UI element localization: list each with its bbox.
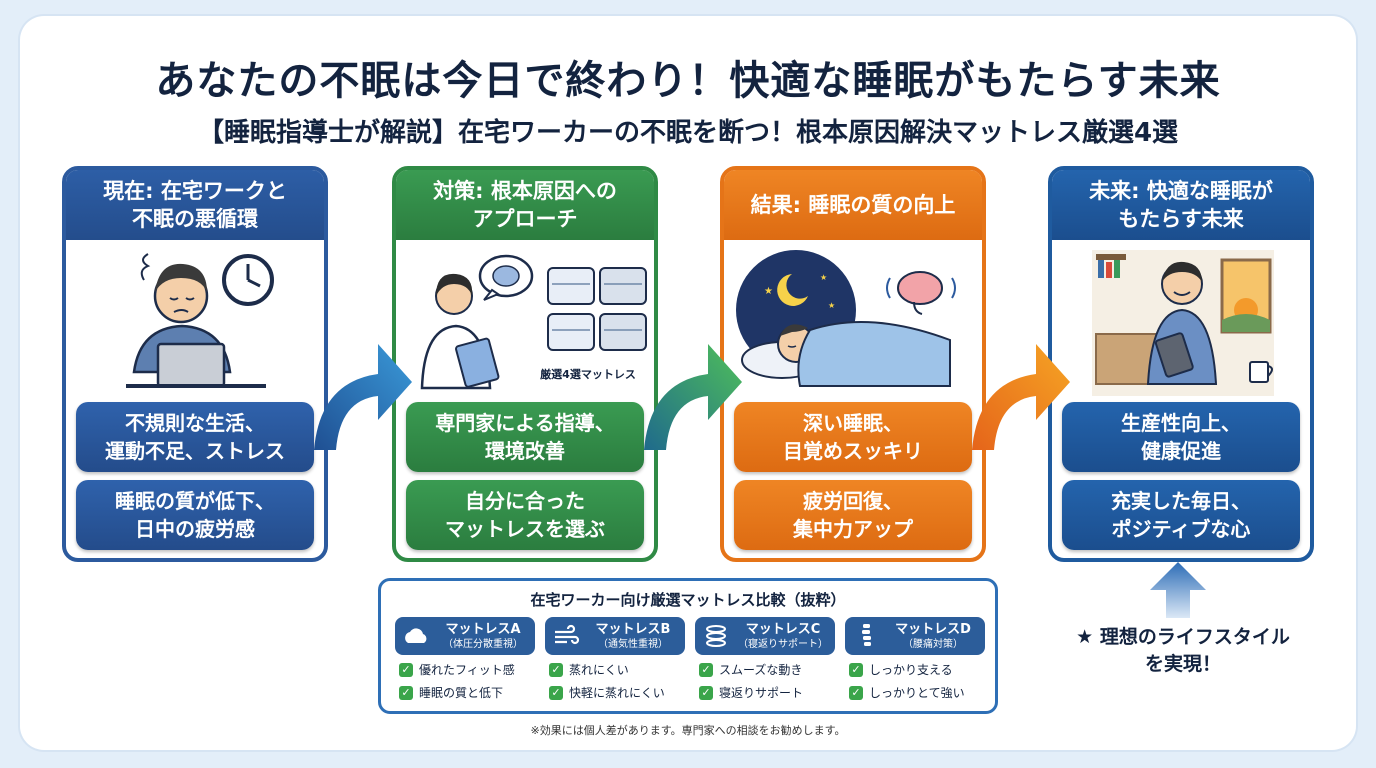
mattress-name: マットレスC [745,621,821,637]
panel-result: 結果: 睡眠の質の向上 ★ ★ ★ 深い睡眠、 目覚めスッキリ 疲労回復、 集中… [720,166,986,562]
mattress-name: マットレスA [445,621,521,637]
check-icon: ✓ [549,685,563,700]
present-effect-box: 睡眠の質が低下、 日中の疲労感 [76,480,314,550]
page-subtitle: 【睡眠指導士が解説】在宅ワーカーの不眠を断つ！根本原因解決マットレス厳選4選 [197,118,1179,148]
mattress-sub: （通気性重視） [598,638,668,650]
check-icon: ✓ [699,662,713,677]
mattress-sub: （腰痛対策） [903,638,963,650]
feature-item: ✓睡眠の質と低下 [395,684,535,701]
laptop-icon [126,342,266,388]
mattress-c-card: マットレスC （寝返りサポート） ✓スムーズな動き ✓寝返りサポート [695,617,835,701]
panel-heading: 未来: 快適な睡眠が もたらす未来 [1052,170,1310,240]
mattress-d-card: マットレスD （腰痛対策） ✓しっかり支える ✓しっかりとて強い [845,617,985,701]
result-sleep-box: 深い睡眠、 目覚めスッキリ [734,402,972,472]
check-icon: ✓ [849,662,863,677]
mattress-sub: （体圧分散重視） [443,638,523,650]
mattress-icon [547,267,647,351]
spring-icon [706,625,726,647]
feature-item: ✓しっかりとて強い [845,684,985,701]
tired-worker-icon [126,253,274,388]
feature-item: ✓快軽に蒸れにくい [545,684,685,701]
future-productivity-box: 生産性向上、 健康促進 [1062,402,1300,472]
feature-item: ✓スムーズな動き [695,661,835,678]
brain-bubble-icon [478,254,534,301]
mattress-sub: （寝返りサポート） [738,638,828,650]
feature-item: ✓優れたフィット感 [395,661,535,678]
panel-heading: 現在: 在宅ワークと 不眠の悪循環 [66,170,324,240]
disclaimer-note: ※効果には個人差があります。専門家への相談をお勧めします。 [530,724,846,737]
svg-text:★: ★ [828,301,835,310]
panel-strategy: 対策: 根本原因への アプローチ 厳選4選マットレス 専門家による指導、 環境改… [392,166,658,562]
arrow-right-icon [644,344,742,450]
mattress-name: マットレスB [595,621,671,637]
future-positive-box: 充実した毎日、 ポジティブな心 [1062,480,1300,550]
strategy-mattress-box: 自分に合った マットレスを選ぶ [406,480,644,550]
sunrise-window-icon [1220,258,1272,334]
page-title: あなたの不眠は今日で終わり！快適な睡眠がもたらす未来 [155,58,1221,104]
strategy-guidance-box: 専門家による指導、 環境改善 [406,402,644,472]
svg-text:★: ★ [764,286,773,297]
check-icon: ✓ [549,662,563,677]
arrow-right-icon [972,344,1070,450]
panel-heading: 対策: 根本原因への アプローチ [396,170,654,240]
mattress-a-card: マットレスA （体圧分散重視） ✓優れたフィット感 ✓睡眠の質と低下 [395,617,535,701]
svg-text:★: ★ [820,273,827,282]
mattress-label: 厳選4選マットレス [540,368,636,381]
panel-future: 未来: 快適な睡眠が もたらす未来 生産性向上、 健康促進 充実した毎日、 ポジ… [1048,166,1314,562]
result-recovery-box: 疲労回復、 集中力アップ [734,480,972,550]
clock-icon [222,254,274,306]
doctor-icon [420,254,647,390]
brain-icon [886,271,956,315]
arrow-right-icon [314,344,412,450]
comparison-title: 在宅ワーカー向け厳選マットレス比較（抜粋） [530,591,846,609]
mattress-comparison: 在宅ワーカー向け厳選マットレス比較（抜粋） マットレスA （体圧分散重視） ✓優… [378,578,998,714]
feature-item: ✓寝返りサポート [695,684,835,701]
panel-present: 現在: 在宅ワークと 不眠の悪循環 不規則な生活、 運動不足、ストレス 睡眠の質… [62,166,328,562]
coffee-icon [1249,361,1273,383]
check-icon: ✓ [399,662,413,677]
check-icon: ✓ [699,685,713,700]
check-icon: ✓ [399,685,413,700]
mattress-b-card: マットレスB （通気性重視） ✓蒸れにくい ✓快軽に蒸れにくい [545,617,685,701]
panel-heading: 結果: 睡眠の質の向上 [724,170,982,240]
present-cause-box: 不規則な生活、 運動不足、ストレス [76,402,314,472]
mattress-name: マットレスD [895,621,971,637]
wind-icon [555,624,580,645]
happy-person-icon [1092,250,1274,396]
arrow-up-icon [1150,562,1206,618]
sleeping-person-icon: ★ ★ ★ [736,250,956,387]
feature-item: ✓蒸れにくい [545,661,685,678]
ideal-lifestyle-text: ★ 理想のライフスタイル を実現！ [1076,626,1290,675]
cloud-icon [405,628,427,643]
feature-item: ✓しっかり支える [845,661,985,678]
check-icon: ✓ [849,685,863,700]
spine-icon [862,624,871,646]
